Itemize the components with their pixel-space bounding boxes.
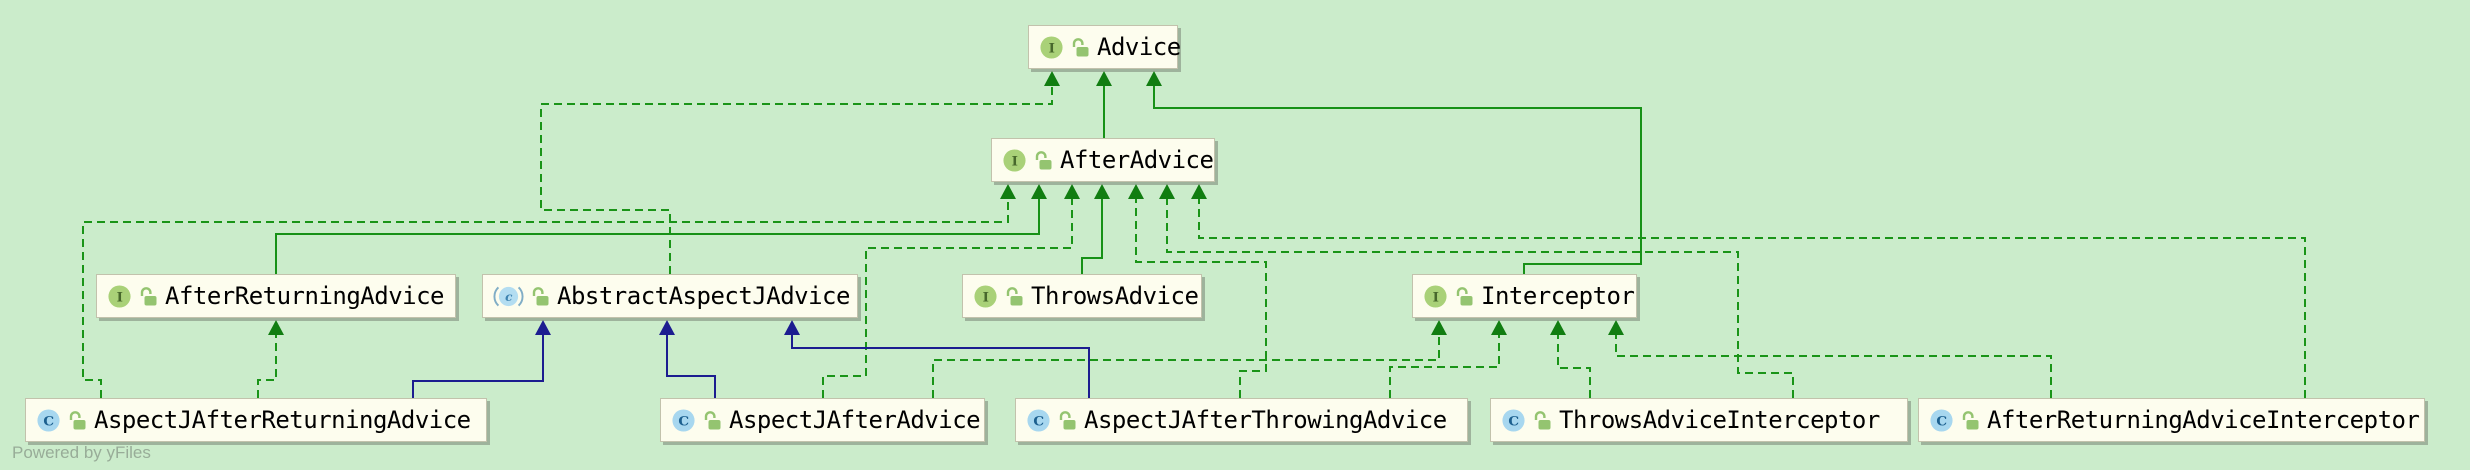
- class-node-abstract-aspectj-advice[interactable]: c AbstractAspectJAdvice: [482, 274, 858, 318]
- class-name-label: Advice: [1097, 33, 1181, 61]
- class-name-label: AfterReturningAdvice: [165, 282, 444, 310]
- inheritance-arrowhead: [1191, 184, 1207, 199]
- public-open-lock-icon: [1455, 286, 1474, 307]
- class-node-aspectj-after-returning-advice[interactable]: C AspectJAfterReturningAdvice: [25, 398, 487, 442]
- svg-text:C: C: [43, 413, 54, 429]
- class-node-after-returning-advice[interactable]: I AfterReturningAdvice: [96, 274, 456, 318]
- edge-interceptor-to-advice: [1146, 71, 1642, 274]
- edge-after-advice-to-advice: [1096, 71, 1112, 139]
- class-icon: C: [1501, 408, 1526, 433]
- class-node-aspectj-after-advice[interactable]: C AspectJAfterAdvice: [660, 398, 985, 442]
- inheritance-arrowhead: [1096, 71, 1112, 86]
- interface-icon: I: [1039, 35, 1064, 60]
- edge-aspectj-after-returning-advice-to-after-advice: [82, 184, 1016, 398]
- public-open-lock-icon: [1071, 37, 1090, 58]
- inheritance-arrowhead: [1550, 320, 1566, 335]
- svg-text:I: I: [1049, 40, 1055, 56]
- class-node-interceptor[interactable]: I Interceptor: [1412, 274, 1637, 318]
- class-name-label: AspectJAfterThrowingAdvice: [1084, 406, 1447, 434]
- svg-text:I: I: [983, 289, 989, 305]
- svg-text:C: C: [1936, 413, 1947, 429]
- inheritance-arrowhead: [1431, 320, 1447, 335]
- edge-throws-advice-interceptor-to-after-advice: [1159, 184, 1794, 398]
- edge-throws-advice-to-after-advice: [1081, 184, 1110, 274]
- interface-icon: I: [973, 284, 998, 309]
- inheritance-arrowhead: [1128, 184, 1144, 199]
- class-icon: C: [671, 408, 696, 433]
- edge-abstract-aspectj-advice-to-advice: [540, 71, 1060, 274]
- class-name-label: ThrowsAdvice: [1031, 282, 1199, 310]
- edge-aspectj-after-advice-to-after-advice: [822, 184, 1080, 398]
- edge-aspectj-after-throwing-advice-to-after-advice: [1128, 184, 1267, 398]
- edge-throws-advice-interceptor-to-interceptor: [1550, 320, 1591, 398]
- public-open-lock-icon: [1058, 410, 1077, 431]
- interface-icon: I: [1002, 148, 1027, 173]
- yfiles-watermark: Powered by yFiles: [12, 443, 151, 462]
- class-icon: C: [1026, 408, 1051, 433]
- inheritance-arrowhead: [1031, 184, 1047, 199]
- inheritance-arrowhead: [535, 320, 551, 335]
- interface-icon: I: [107, 284, 132, 309]
- class-node-after-returning-advice-interceptor[interactable]: C AfterReturningAdviceInterceptor: [1918, 398, 2425, 442]
- class-node-throws-advice-interceptor[interactable]: C ThrowsAdviceInterceptor: [1490, 398, 1908, 442]
- svg-text:I: I: [1433, 289, 1439, 305]
- inheritance-arrowhead: [1491, 320, 1507, 335]
- edge-after-returning-advice-interceptor-to-interceptor: [1608, 320, 2052, 398]
- edge-aspectj-after-advice-to-abstract-aspectj-advice: [659, 320, 716, 398]
- class-node-after-advice[interactable]: I AfterAdvice: [991, 138, 1215, 182]
- class-node-advice[interactable]: I Advice: [1028, 25, 1181, 69]
- edge-after-returning-advice-interceptor-to-after-advice: [1191, 184, 2306, 398]
- edge-after-returning-advice-to-after-advice: [275, 184, 1047, 274]
- class-icon: C: [1929, 408, 1954, 433]
- inheritance-arrowhead: [1094, 184, 1110, 199]
- svg-text:I: I: [1012, 153, 1018, 169]
- public-open-lock-icon: [1005, 286, 1024, 307]
- edge-aspectj-after-returning-advice-to-after-returning-advice: [257, 320, 284, 398]
- svg-text:C: C: [678, 413, 689, 429]
- inheritance-arrowhead: [268, 320, 284, 335]
- inheritance-arrowhead: [659, 320, 675, 335]
- public-open-lock-icon: [1533, 410, 1552, 431]
- svg-text:c: c: [505, 289, 513, 303]
- inheritance-arrowhead: [1159, 184, 1175, 199]
- class-icon: C: [36, 408, 61, 433]
- interface-icon: I: [1423, 284, 1448, 309]
- inheritance-arrowhead: [1000, 184, 1016, 199]
- edge-aspectj-after-returning-advice-to-abstract-aspectj-advice: [412, 320, 551, 398]
- svg-text:I: I: [117, 289, 123, 305]
- edge-aspectj-after-advice-to-interceptor: [932, 320, 1447, 398]
- public-open-lock-icon: [703, 410, 722, 431]
- edge-aspectj-after-throwing-advice-to-interceptor: [1389, 320, 1507, 398]
- class-name-label: Interceptor: [1481, 282, 1635, 310]
- abstract-class-icon: c: [493, 284, 524, 309]
- inheritance-arrowhead: [1044, 71, 1060, 86]
- edge-aspectj-after-throwing-advice-to-abstract-aspectj-advice: [784, 320, 1090, 398]
- class-node-throws-advice[interactable]: I ThrowsAdvice: [962, 274, 1202, 318]
- public-open-lock-icon: [139, 286, 158, 307]
- public-open-lock-icon: [531, 286, 550, 307]
- inheritance-arrowhead: [1146, 71, 1162, 86]
- svg-text:C: C: [1033, 413, 1044, 429]
- public-open-lock-icon: [1961, 410, 1980, 431]
- class-name-label: AspectJAfterReturningAdvice: [94, 406, 471, 434]
- public-open-lock-icon: [1034, 150, 1053, 171]
- inheritance-arrowhead: [1608, 320, 1624, 335]
- inheritance-arrowhead: [784, 320, 800, 335]
- public-open-lock-icon: [68, 410, 87, 431]
- svg-text:C: C: [1508, 413, 1519, 429]
- class-name-label: AfterReturningAdviceInterceptor: [1987, 406, 2420, 434]
- class-name-label: AfterAdvice: [1060, 146, 1214, 174]
- inheritance-arrowhead: [1064, 184, 1080, 199]
- class-name-label: ThrowsAdviceInterceptor: [1559, 406, 1880, 434]
- class-name-label: AbstractAspectJAdvice: [557, 282, 850, 310]
- class-node-aspectj-after-throwing-advice[interactable]: C AspectJAfterThrowingAdvice: [1015, 398, 1468, 442]
- class-name-label: AspectJAfterAdvice: [729, 406, 981, 434]
